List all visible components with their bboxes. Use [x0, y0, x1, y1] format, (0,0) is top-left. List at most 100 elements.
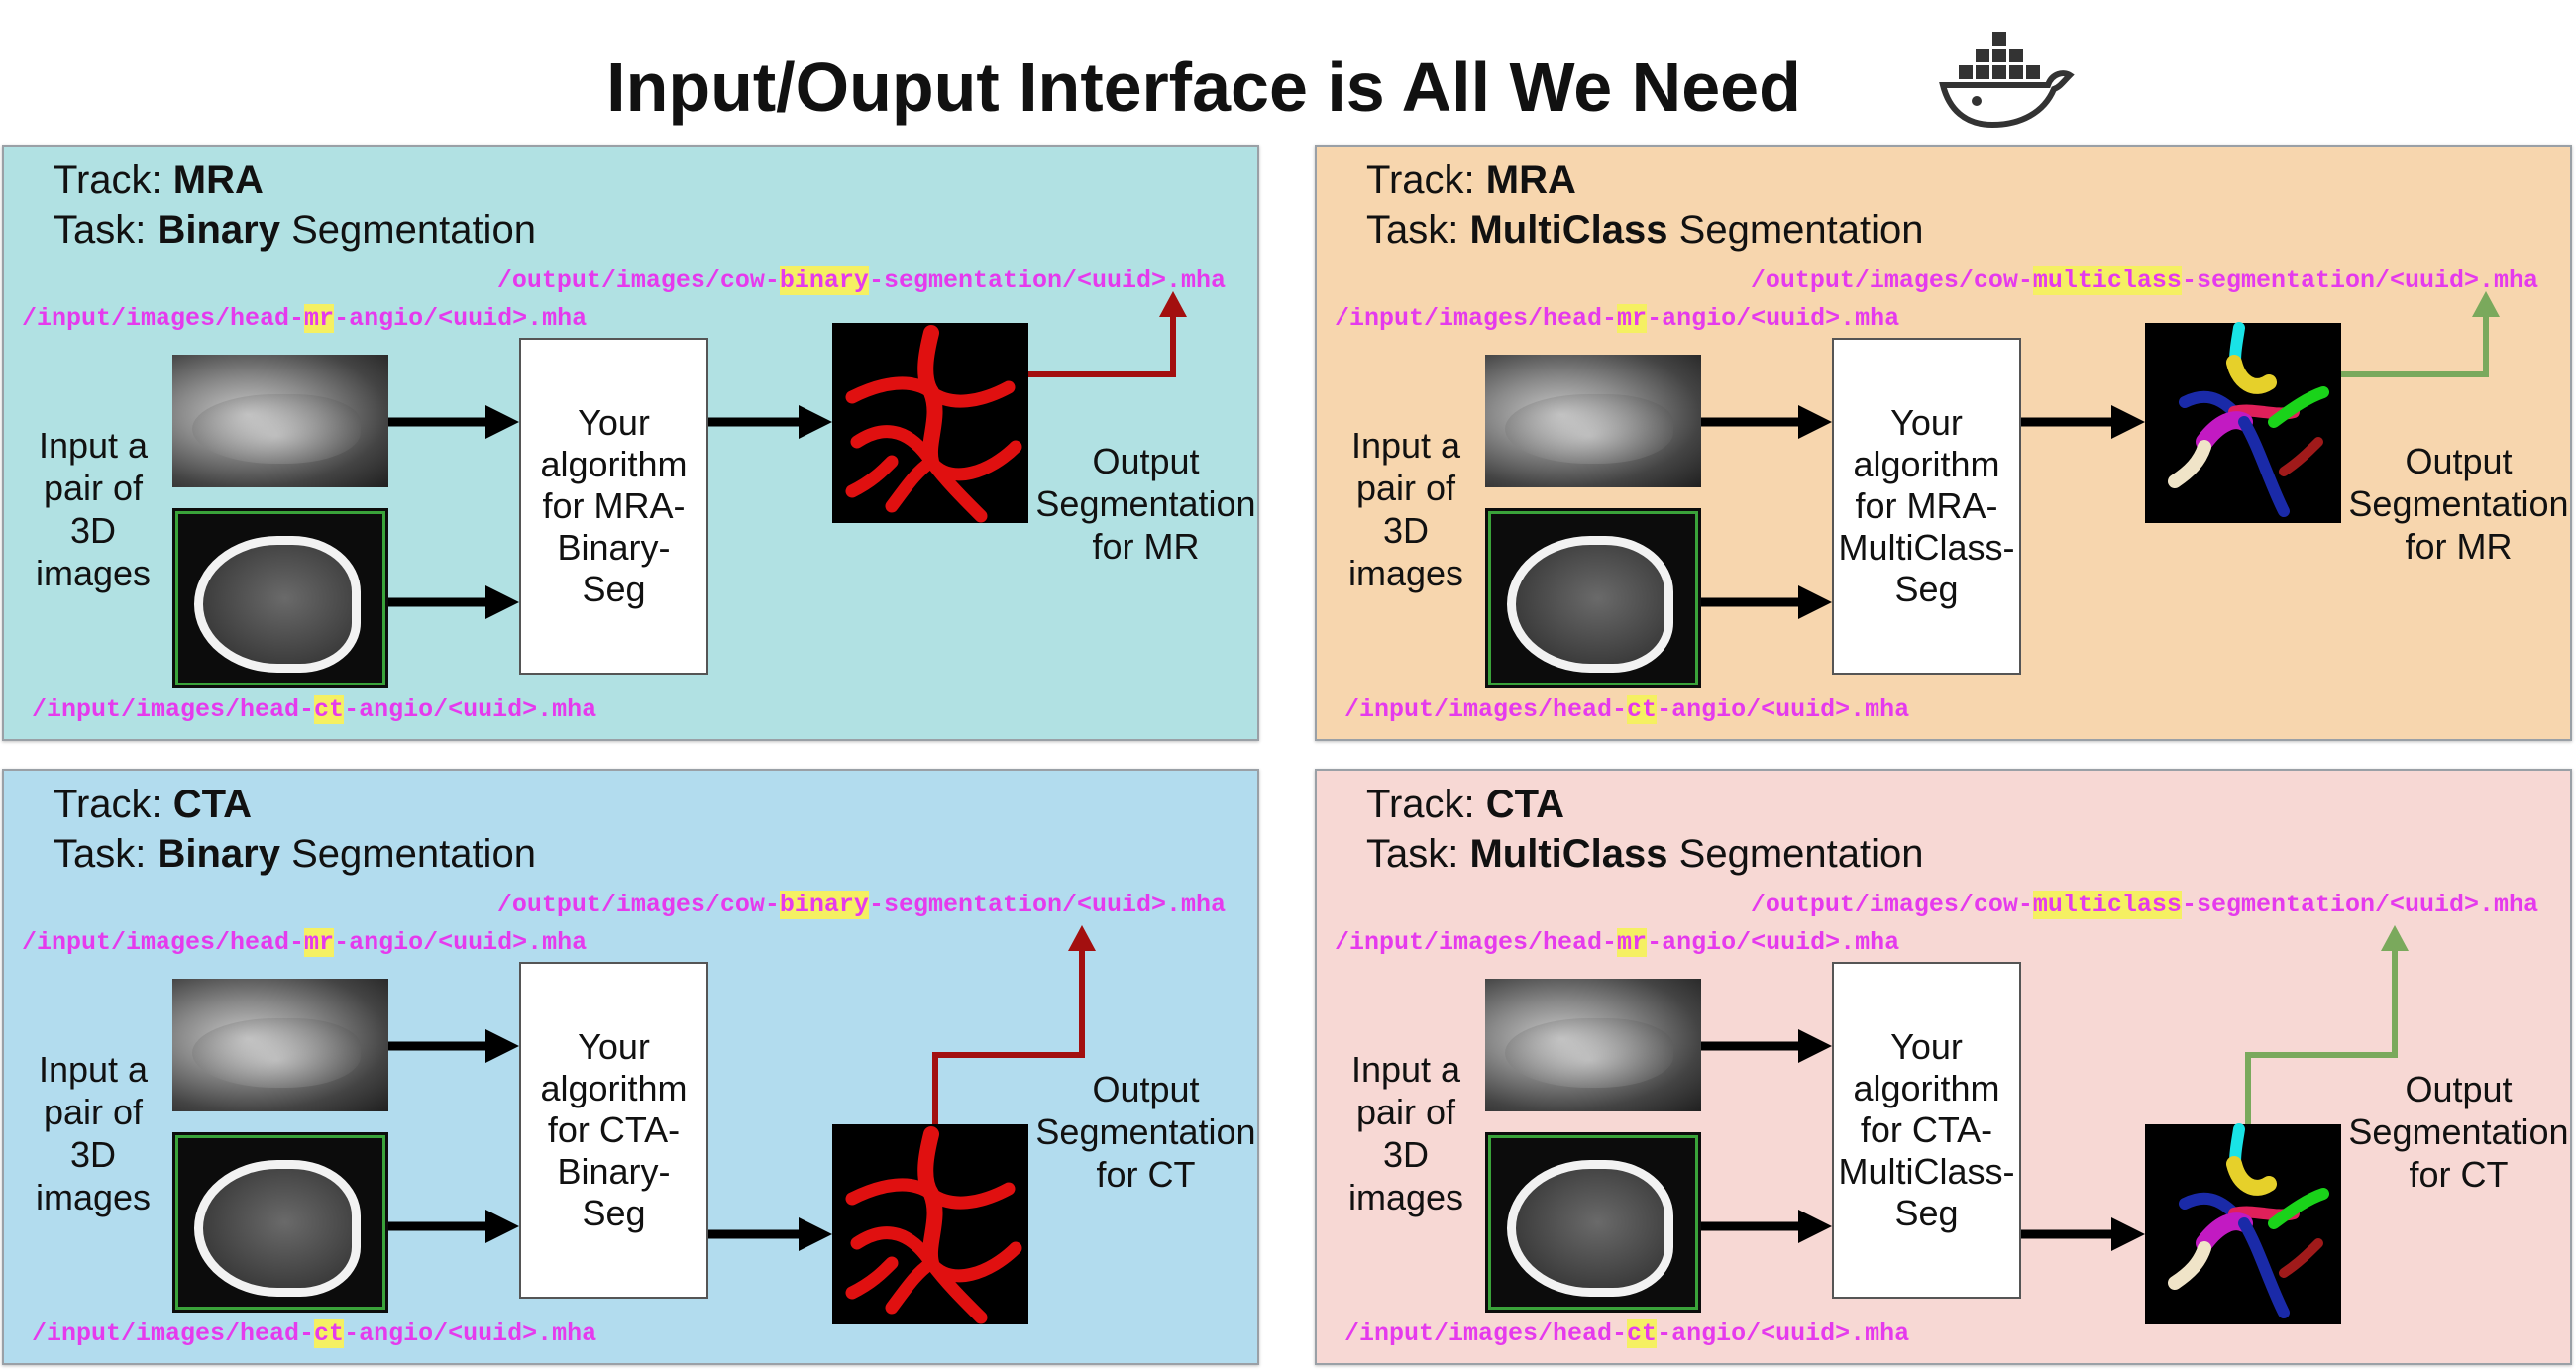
- output-label: Output Segmentation for CT: [1035, 1069, 1256, 1195]
- input-label: Input a pair of 3D images: [35, 1049, 152, 1217]
- mr-to-algo-arrow-head: [485, 405, 519, 439]
- output-path: /output/images/cow-multiclass-segmentati…: [1751, 890, 2538, 921]
- task-prefix: Task:: [1366, 832, 1470, 876]
- multiclass-vessel-mesh: [2168, 1123, 2329, 1318]
- algo-to-seg-arrow-head: [2111, 1217, 2145, 1251]
- output-path-highlight: multiclass: [2032, 266, 2182, 295]
- ct-brain-image: [172, 1132, 388, 1313]
- input-ct-path-highlight: ct: [314, 695, 345, 724]
- task-suffix: Segmentation: [279, 208, 536, 252]
- input-ct-path-suffix: -angio/<uuid>.mha: [1657, 695, 1910, 724]
- output-label: Output Segmentation for CT: [2348, 1069, 2569, 1195]
- algorithm-box: Your algorithm for CTA- Binary-Seg: [519, 962, 708, 1299]
- output-arrow: [932, 947, 1085, 1124]
- task-prefix: Task:: [54, 832, 158, 876]
- track-prefix: Track:: [1366, 158, 1486, 202]
- input-mr-path-prefix: /input/images/head-: [1335, 928, 1618, 957]
- output-path-prefix: /output/images/cow-: [1750, 266, 2033, 295]
- input-mr-path-prefix: /input/images/head-: [22, 304, 305, 333]
- input-ct-path-prefix: /input/images/head-: [1344, 1319, 1628, 1348]
- task-name: MultiClass: [1469, 832, 1668, 876]
- track-label: Track: CTA: [54, 779, 252, 830]
- input-mr-path-prefix: /input/images/head-: [1335, 304, 1618, 333]
- binary-vessel-mesh: [845, 325, 1022, 523]
- input-mr-path-highlight: mr: [304, 928, 335, 957]
- input-label: Input a pair of 3D images: [35, 425, 152, 593]
- binary-vessel-mesh: [845, 1126, 1022, 1324]
- docker-whale-icon: [1939, 32, 2075, 129]
- task-suffix: Segmentation: [1667, 208, 1924, 252]
- track-prefix: Track:: [54, 158, 173, 202]
- output-arrow-head: [2381, 925, 2409, 951]
- task-name: MultiClass: [1469, 208, 1668, 252]
- algorithm-label: Your algorithm for CTA- MultiClass- Seg: [1838, 1026, 2015, 1233]
- mr-brain-image: [172, 355, 388, 487]
- input-mr-path: /input/images/head-mr-angio/<uuid>.mha: [22, 303, 587, 335]
- output-arrow: [2341, 313, 2489, 377]
- input-mr-path-suffix: -angio/<uuid>.mha: [1647, 304, 1900, 333]
- task-name: Binary: [157, 832, 280, 876]
- output-arrow-head: [2472, 291, 2500, 317]
- input-ct-path-suffix: -angio/<uuid>.mha: [344, 695, 597, 724]
- input-ct-path: /input/images/head-ct-angio/<uuid>.mha: [1344, 694, 1909, 726]
- input-label: Input a pair of 3D images: [1347, 425, 1464, 593]
- output-path-prefix: /output/images/cow-: [496, 266, 780, 295]
- output-path-highlight: binary: [779, 266, 869, 295]
- output-path-suffix: -segmentation/<uuid>.mha: [2181, 891, 2538, 919]
- algorithm-label: Your algorithm for MRA- Binary-Seg: [540, 402, 688, 609]
- output-path-suffix: -segmentation/<uuid>.mha: [868, 266, 1226, 295]
- input-ct-path-prefix: /input/images/head-: [32, 695, 315, 724]
- mr-brain-image: [1485, 355, 1701, 487]
- algo-to-seg-arrow-head: [2111, 405, 2145, 439]
- input-mr-path-highlight: mr: [304, 304, 335, 333]
- panel-cta-binary: Track: CTA Task: Binary Segmentation /ou…: [2, 769, 1259, 1365]
- input-mr-path-highlight: mr: [1617, 928, 1648, 957]
- output-arrow: [2245, 947, 2398, 1124]
- task-suffix: Segmentation: [279, 832, 536, 876]
- output-arrow: [1028, 313, 1176, 377]
- track-name: CTA: [172, 783, 252, 826]
- ct-to-algo-arrow-head: [1798, 585, 1832, 619]
- input-mr-path: /input/images/head-mr-angio/<uuid>.mha: [1335, 303, 1899, 335]
- input-mr-path: /input/images/head-mr-angio/<uuid>.mha: [22, 927, 587, 959]
- output-arrow-head: [1159, 291, 1187, 317]
- ct-brain-image: [172, 508, 388, 688]
- ct-to-algo-arrow-head: [1798, 1210, 1832, 1243]
- flow-arrows: [1701, 291, 2500, 619]
- ct-to-algo-arrow-head: [485, 585, 519, 619]
- task-label: Task: MultiClass Segmentation: [1366, 828, 1923, 880]
- panel-cta-multiclass: Track: CTA Task: MultiClass Segmentation…: [1315, 769, 2572, 1365]
- multiclass-vessel-mesh: [2168, 322, 2329, 517]
- track-label: Track: MRA: [54, 155, 264, 206]
- output-path-prefix: /output/images/cow-: [496, 891, 780, 919]
- input-ct-path-prefix: /input/images/head-: [32, 1319, 315, 1348]
- task-suffix: Segmentation: [1667, 832, 1924, 876]
- flow-arrows: [1701, 925, 2409, 1318]
- track-label: Track: CTA: [1366, 779, 1564, 830]
- input-mr-path: /input/images/head-mr-angio/<uuid>.mha: [1335, 927, 1899, 959]
- input-mr-path-highlight: mr: [1617, 304, 1648, 333]
- input-ct-path-suffix: -angio/<uuid>.mha: [344, 1319, 597, 1348]
- task-label: Task: Binary Segmentation: [54, 828, 536, 880]
- input-ct-path-highlight: ct: [1627, 1319, 1658, 1348]
- mr-to-algo-arrow-head: [485, 1029, 519, 1063]
- algo-to-seg-arrow-head: [799, 405, 832, 439]
- output-label: Output Segmentation for MR: [2348, 441, 2569, 567]
- track-prefix: Track:: [1366, 783, 1486, 826]
- output-path-suffix: -segmentation/<uuid>.mha: [868, 891, 1226, 919]
- output-path: /output/images/cow-multiclass-segmentati…: [1751, 265, 2538, 297]
- panel-mra-multiclass: Track: MRA Task: MultiClass Segmentation…: [1315, 145, 2572, 741]
- mr-to-algo-arrow-head: [1798, 1029, 1832, 1063]
- input-ct-path: /input/images/head-ct-angio/<uuid>.mha: [1344, 1318, 1909, 1350]
- track-name: MRA: [172, 158, 264, 202]
- task-label: Task: Binary Segmentation: [54, 204, 536, 256]
- panel-mra-binary: Track: MRA Task: Binary Segmentation /ou…: [2, 145, 1259, 741]
- algorithm-box: Your algorithm for CTA- MultiClass- Seg: [1832, 962, 2021, 1299]
- algorithm-label: Your algorithm for MRA- MultiClass- Seg: [1838, 402, 2015, 609]
- input-mr-path-suffix: -angio/<uuid>.mha: [1647, 928, 1900, 957]
- task-prefix: Task:: [1366, 208, 1470, 252]
- output-path-suffix: -segmentation/<uuid>.mha: [2181, 266, 2538, 295]
- track-prefix: Track:: [54, 783, 173, 826]
- ct-to-algo-arrow-head: [485, 1210, 519, 1243]
- input-ct-path: /input/images/head-ct-angio/<uuid>.mha: [32, 694, 596, 726]
